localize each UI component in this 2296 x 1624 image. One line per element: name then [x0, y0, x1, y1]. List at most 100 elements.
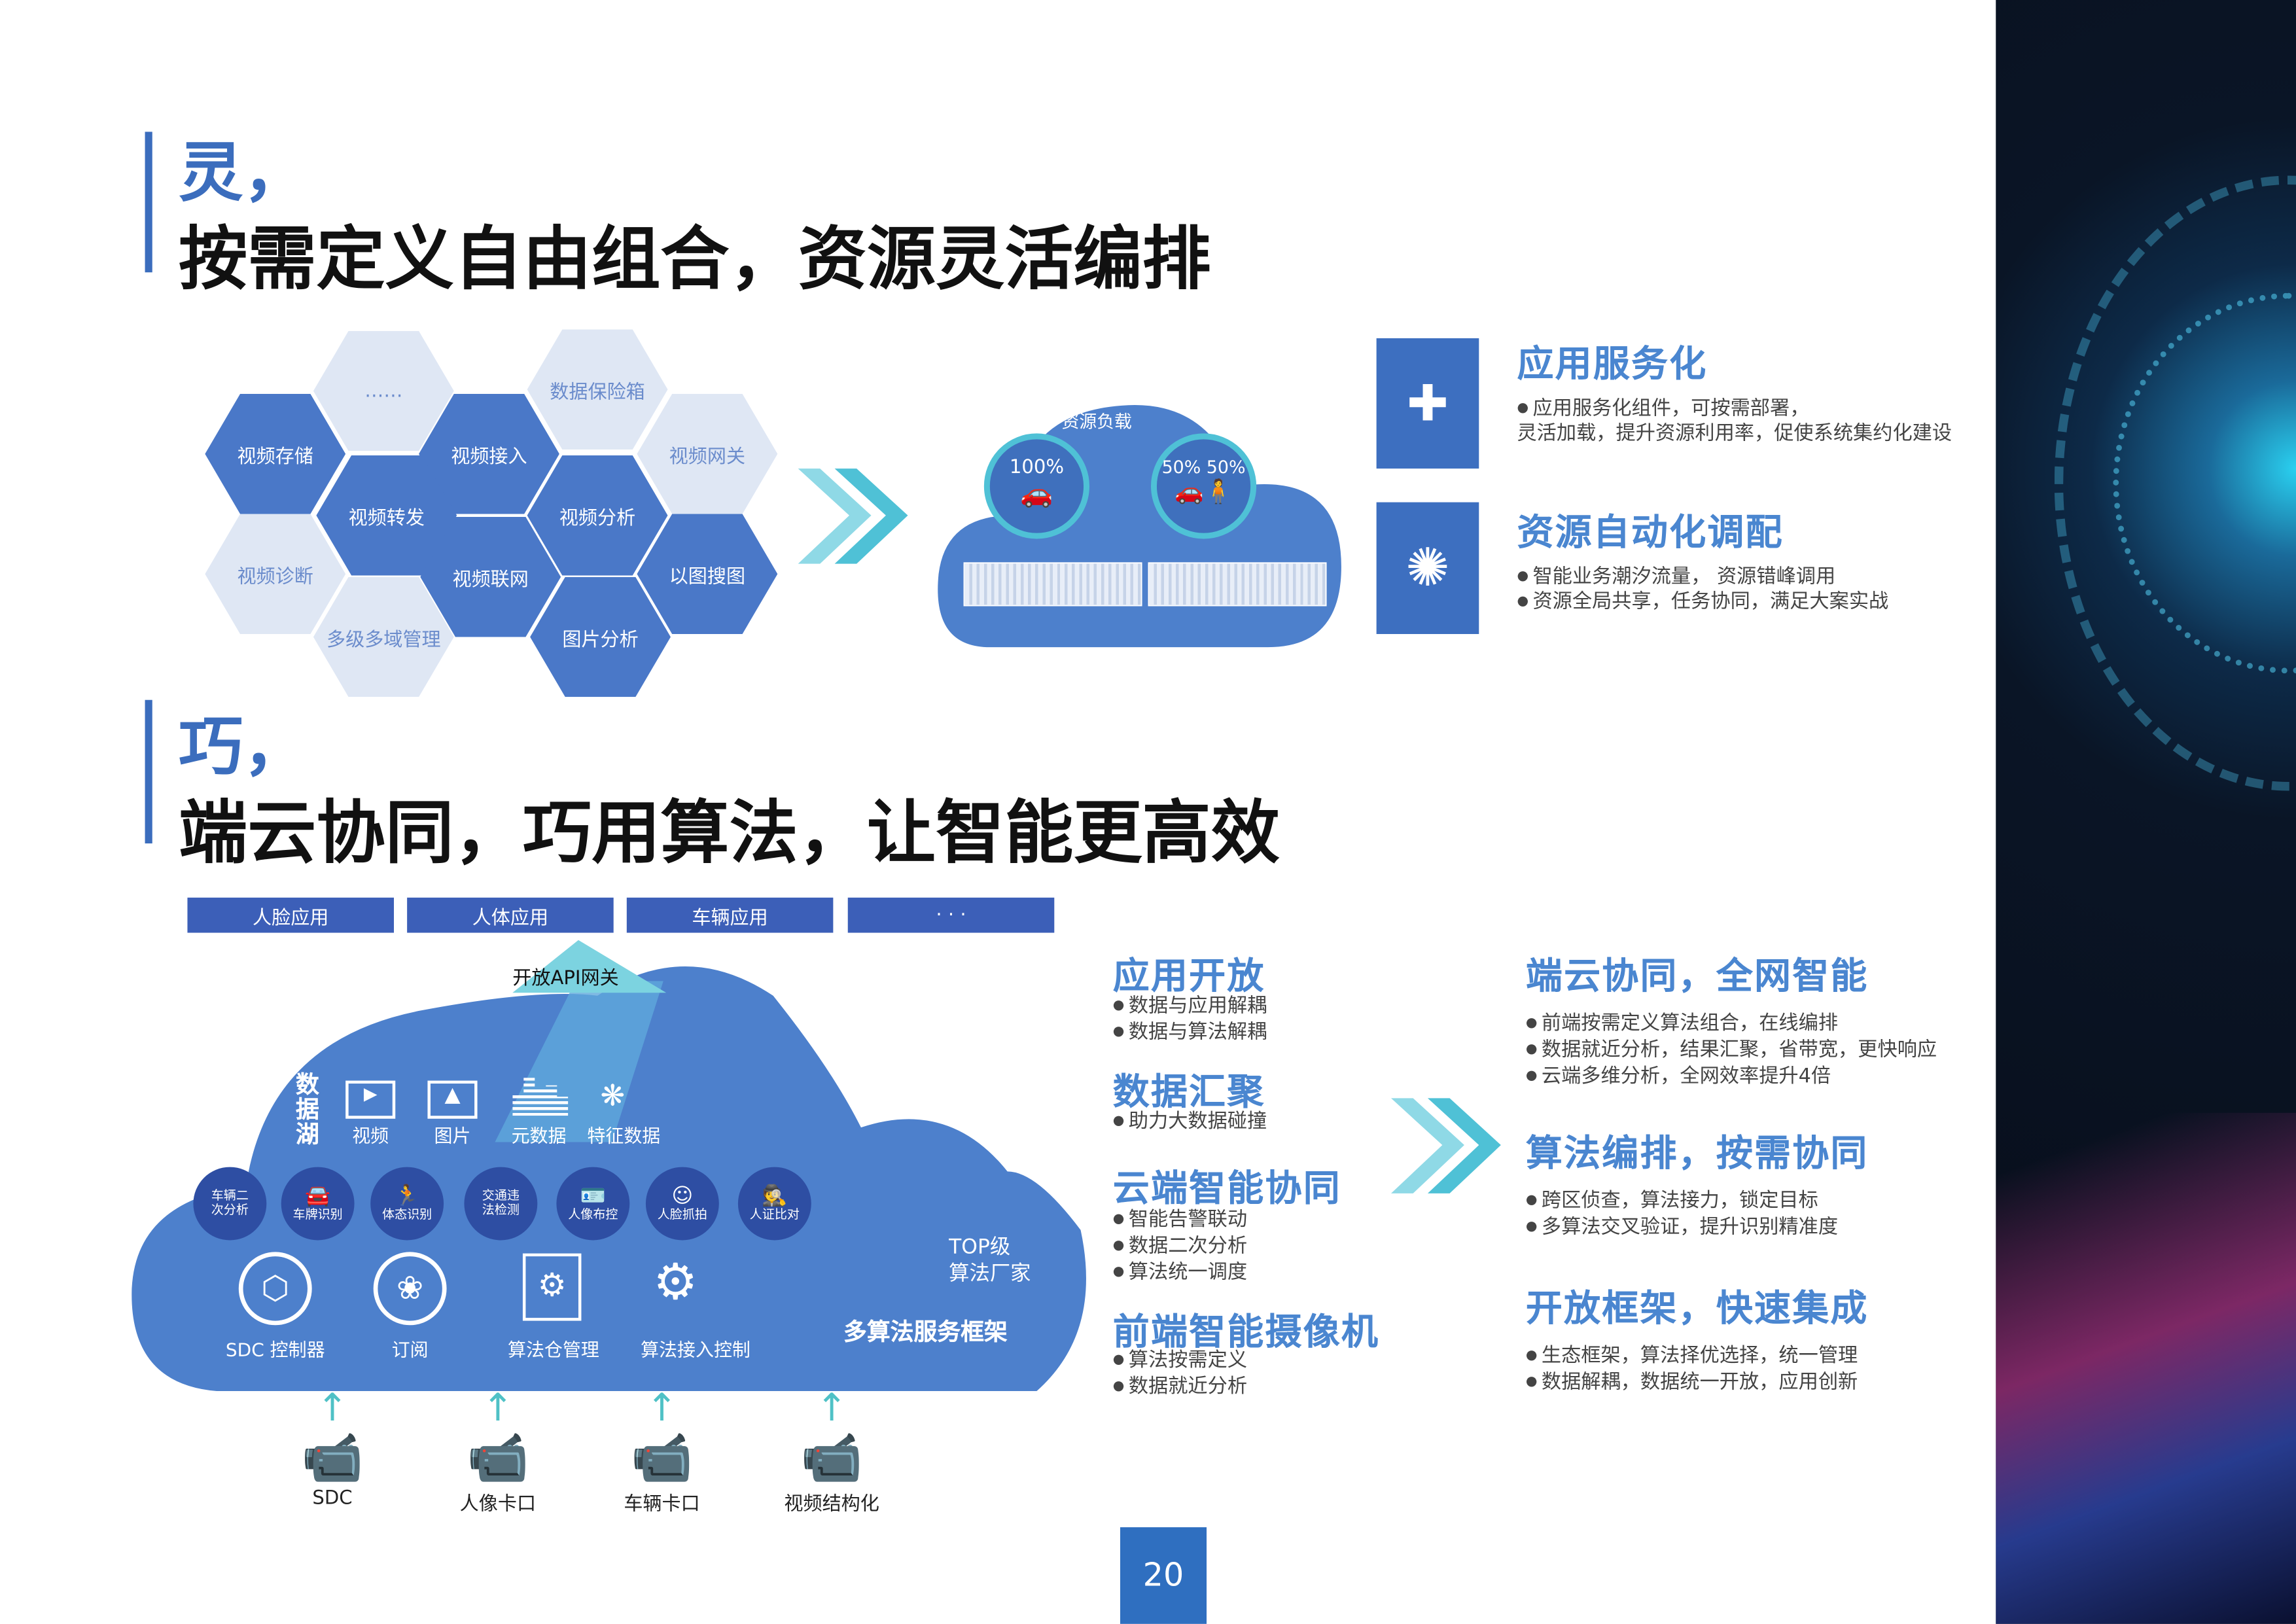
car-icon: 🚘 — [305, 1184, 331, 1209]
middle-bullet: 算法按需定义 — [1113, 1347, 1247, 1373]
tab-face-app[interactable]: 人脸应用 — [187, 897, 394, 933]
framework-label: 多算法服务框架 — [843, 1318, 1008, 1346]
algo-label: 人脸抓拍 — [657, 1208, 707, 1223]
chevron-right-icon — [1391, 1098, 1501, 1193]
lake-label: 特征数据 — [587, 1124, 661, 1147]
algo-portrait-control[interactable]: 🪪人像布控 — [556, 1167, 630, 1241]
algo-traffic-violation[interactable]: 交通违法检测 — [464, 1167, 538, 1241]
api-gateway-label: 开放API网关 — [512, 968, 619, 990]
lake-label: 视频 — [352, 1124, 389, 1147]
tab-body-app[interactable]: 人体应用 — [407, 897, 614, 933]
id-card-icon: 🪪 — [580, 1184, 606, 1209]
chevron-right-icon — [798, 468, 908, 564]
right-bullet: 多算法交叉验证，提升识别精准度 — [1526, 1214, 1838, 1240]
load-split-value: 50% 50% — [1161, 457, 1246, 478]
right-title: 端云协同，全网智能 — [1525, 955, 1869, 998]
hex-item: 数据保险箱 — [527, 329, 668, 450]
camera-sdc: ↑📹SDC — [302, 1388, 364, 1510]
top-vendor-label: TOP级 算法厂家 — [949, 1235, 1031, 1286]
algo-id-compare[interactable]: 🕵人证比对 — [737, 1167, 811, 1241]
hex-item: 视频存储 — [205, 393, 346, 514]
middle-bullet: 助力大数据碰撞 — [1113, 1108, 1267, 1135]
service-label: 订阅 — [391, 1338, 429, 1361]
service-label: 算法接入控制 — [641, 1338, 751, 1361]
load-circle-split: 50% 50%🚗🧍 — [1150, 433, 1257, 539]
right-bullet: 生态框架，算法择优选择，统一管理 — [1526, 1343, 1858, 1369]
arrow-up-icon: ↑ — [646, 1386, 678, 1431]
car-person-icon: 🚗🧍 — [1174, 477, 1233, 506]
server-icon — [963, 562, 1142, 607]
section2-title: 端云协同，巧用算法，让智能更高效 — [179, 793, 1280, 875]
right-bullet: 数据解耦，数据统一开放，应用创新 — [1526, 1369, 1858, 1395]
page-number: 20 — [1120, 1527, 1207, 1624]
feature-bullet: 灵活加载，提升资源利用率，促使系统集约化建设 — [1517, 421, 1952, 446]
brain-icon: ⬡ — [238, 1252, 312, 1326]
resource-cloud — [938, 405, 1341, 648]
feature-bullet: 智能业务潮汐流量， 资源错峰调用 — [1517, 564, 1835, 590]
service-label: 算法仓管理 — [507, 1338, 599, 1361]
camera-icon: 📹 — [800, 1429, 863, 1488]
camera-vehicle: ↑📹 车辆卡口 — [624, 1388, 699, 1516]
right-title: 算法编排，按需协同 — [1525, 1131, 1869, 1174]
section2-char: 巧， — [179, 710, 308, 785]
algo-label: 人像布控 — [568, 1208, 618, 1223]
algo-label: 车牌识别 — [292, 1208, 343, 1223]
network-hub-icon: ✺ — [1376, 502, 1479, 635]
feature-title: 应用服务化 — [1517, 342, 1708, 385]
lake-label: 图片 — [434, 1124, 471, 1147]
face-icon: ☺ — [671, 1184, 694, 1209]
image-icon: ▲ — [427, 1080, 478, 1119]
algo-label: 车辆二次分析 — [211, 1189, 249, 1218]
tab-more[interactable]: · · · — [847, 897, 1055, 933]
middle-bullet: 数据与应用解耦 — [1113, 993, 1267, 1019]
service-label: SDC 控制器 — [225, 1338, 325, 1361]
arrow-up-icon: ↑ — [482, 1386, 514, 1431]
algo-label: 体态识别 — [382, 1208, 433, 1223]
middle-title: 数据汇聚 — [1112, 1070, 1265, 1113]
server-icon — [1148, 562, 1327, 607]
camera-label: 车辆卡口 — [624, 1493, 700, 1516]
section1-title: 按需定义自由组合，资源灵活编排 — [179, 219, 1211, 300]
camera-label: SDC — [312, 1487, 353, 1510]
algo-vehicle-secondary[interactable]: 车辆二次分析 — [193, 1167, 267, 1241]
runner-icon: 🏃 — [394, 1184, 420, 1209]
data-lake-title: 数据湖 — [296, 1070, 319, 1148]
arrow-up-icon: ↑ — [316, 1386, 349, 1431]
right-bullet: 数据就近分析，结果汇聚，省带宽，更快响应 — [1526, 1036, 1937, 1063]
right-bullet: 前端按需定义算法组合，在线编排 — [1526, 1010, 1838, 1036]
middle-title: 云端智能协同 — [1112, 1167, 1341, 1210]
resource-load-label: 资源负载 — [1061, 411, 1132, 432]
subscribe-icon: ❀ — [373, 1252, 447, 1326]
feature-icon: ❋ — [600, 1078, 626, 1113]
video-icon: ▶ — [345, 1080, 396, 1119]
right-bullet: 云端多维分析，全网效率提升4倍 — [1526, 1063, 1831, 1089]
puzzle-icon: ✚ — [1376, 338, 1479, 469]
load-circle-full: 100%🚗 — [983, 433, 1089, 539]
agent-icon: 🕵 — [762, 1184, 788, 1209]
section-accent-bar — [145, 132, 152, 273]
camera-icon: 📹 — [467, 1429, 529, 1488]
middle-title: 前端智能摄像机 — [1112, 1310, 1380, 1353]
feature-title: 资源自动化调配 — [1517, 511, 1784, 554]
camera-label: 视频结构化 — [784, 1493, 879, 1516]
section-accent-bar — [145, 699, 152, 844]
gear-cycle-icon: ⚙ — [653, 1253, 698, 1313]
car-icon: 🚗 — [1020, 478, 1053, 510]
middle-bullet: 算法统一调度 — [1113, 1260, 1247, 1286]
algo-plate-recognition[interactable]: 🚘车牌识别 — [281, 1167, 355, 1241]
tab-vehicle-app[interactable]: 车辆应用 — [626, 897, 834, 933]
middle-bullet: 数据就近分析 — [1113, 1373, 1247, 1400]
middle-bullet: 数据与算法解耦 — [1113, 1019, 1267, 1046]
camera-icon: 📹 — [301, 1429, 364, 1488]
camera-icon: 📹 — [631, 1429, 693, 1488]
right-bullet: 跨区侦查，算法接力，锁定目标 — [1526, 1188, 1818, 1214]
feature-bullet: 应用服务化组件，可按需部署， — [1517, 395, 1809, 421]
algo-posture-recognition[interactable]: 🏃体态识别 — [370, 1167, 444, 1241]
lake-label: 元数据 — [511, 1124, 567, 1147]
algo-label: 人证比对 — [749, 1208, 800, 1223]
decorative-tech-panel — [1996, 0, 2296, 1624]
feature-bullet: 资源全局共享，任务协同，满足大案实战 — [1517, 589, 1888, 615]
algo-face-capture[interactable]: ☺人脸抓拍 — [645, 1167, 719, 1241]
hex-item: 视频诊断 — [205, 514, 346, 635]
middle-bullet: 数据二次分析 — [1113, 1233, 1247, 1259]
